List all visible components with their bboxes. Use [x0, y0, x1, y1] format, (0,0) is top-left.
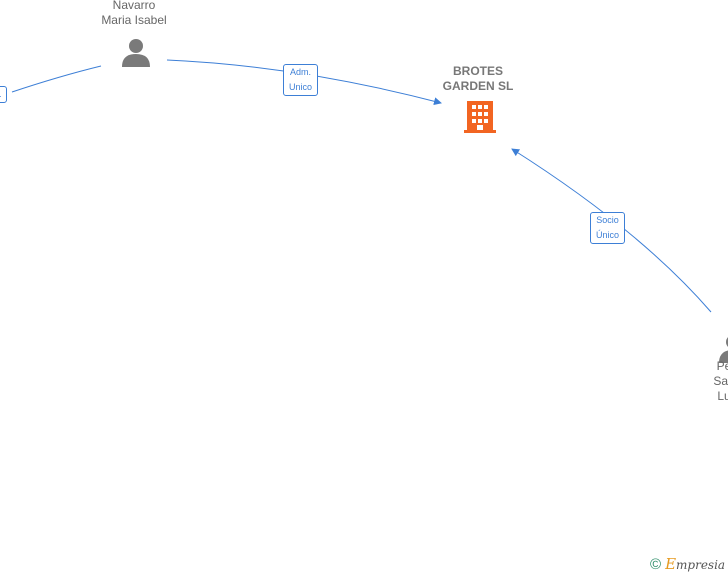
company-name-line: BROTES — [452, 64, 503, 78]
edge-label-partial-left[interactable]: . — [0, 86, 7, 103]
brand-name-rest: mpresia — [676, 558, 726, 572]
person-name-line: San — [713, 374, 728, 388]
brand-first-letter: E — [665, 555, 677, 573]
edge-left-to-navarro — [11, 65, 102, 93]
person-name-line: Pe — [716, 359, 728, 373]
edge-label-line: Unico — [289, 82, 313, 92]
company-name-line: GARDEN SL — [442, 79, 514, 93]
person-name-line: Lu — [717, 389, 728, 403]
brand-watermark: ©Empresia — [650, 555, 725, 573]
person-node-label[interactable]: Pe San Lu — [704, 359, 728, 404]
person-name-line: Maria Isabel — [101, 13, 167, 27]
edge-label-socio-unico[interactable]: Socio Único — [590, 212, 626, 244]
edge-label-line: Socio — [596, 215, 619, 225]
company-node-label[interactable]: BROTES GARDEN SL — [428, 64, 528, 94]
edge-right-person-to-company — [511, 148, 712, 313]
person-icon[interactable] — [122, 39, 150, 67]
edge-label-line: Adm. — [290, 67, 312, 77]
building-icon[interactable] — [464, 101, 496, 133]
edge-label-line: . — [0, 87, 2, 102]
person-node-label[interactable]: Navarro Maria Isabel — [84, 0, 184, 28]
person-name-line: Navarro — [112, 0, 156, 12]
copyright-icon: © — [650, 556, 662, 573]
edge-label-adm-unico[interactable]: Adm. Unico — [283, 64, 319, 96]
edge-label-line: Único — [596, 230, 620, 240]
